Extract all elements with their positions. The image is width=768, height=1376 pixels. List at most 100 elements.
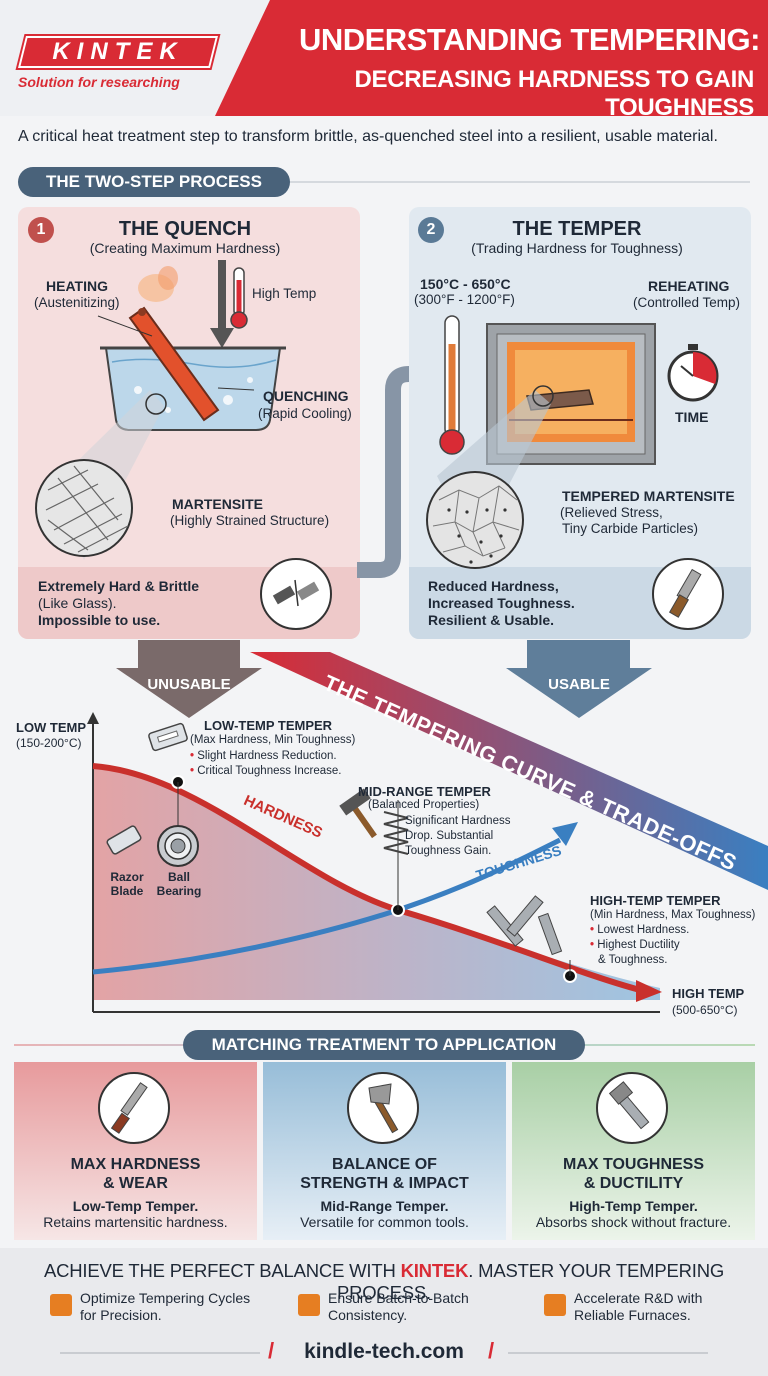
feature-1-line2: for Precision. — [80, 1307, 162, 1323]
cta-brand: KINTEK — [400, 1260, 469, 1281]
spring-icon — [383, 811, 409, 855]
quench-summary: Extremely Hard & Brittle (Like Glass). I… — [38, 578, 248, 629]
tempering-curve-banner — [250, 652, 768, 890]
step-number-1: 1 — [28, 217, 54, 243]
card-bal-title-2: STRENGTH & IMPACT — [300, 1175, 469, 1192]
temper-title: THE TEMPER — [512, 218, 642, 240]
feature-2-line2: Consistency. — [328, 1307, 408, 1323]
intro-text: A critical heat treatment step to transf… — [18, 128, 718, 145]
card-hard-treatment: Low-Temp Temper. — [72, 1198, 199, 1214]
tagline: Solution for researching — [18, 74, 180, 90]
ball-bearing-label-2: Bearing — [156, 884, 202, 898]
axe-icon — [347, 1072, 419, 1144]
feature-1-line1: Optimize Tempering Cycles — [80, 1290, 251, 1306]
y-axis-label: LOW TEMP — [16, 720, 87, 735]
card-bal-treatment: Mid-Range Temper. — [320, 1198, 449, 1214]
high-temp-label: High Temp — [252, 286, 317, 301]
header-title-banner — [215, 0, 768, 116]
temper-summary-3: Resilient & Usable. — [428, 612, 555, 628]
furnace-feature-icon — [544, 1294, 566, 1316]
card-hard-title-1: MAX HARDNESS — [70, 1156, 201, 1173]
section-label-matching: MATCHING TREATMENT TO APPLICATION — [183, 1030, 585, 1060]
toughness-line — [92, 837, 562, 975]
quench-subtitle: (Creating Maximum Hardness) — [89, 240, 281, 256]
high-temp-bullet1-text: Lowest Hardness. — [597, 924, 690, 936]
y-axis-sublabel: (150-200°C) — [16, 736, 82, 750]
card-tough-desc: Absorbs shock without fracture. — [535, 1214, 732, 1230]
low-temp-title: LOW-TEMP TEMPER — [204, 718, 333, 733]
card-bal-title-1: BALANCE OF — [332, 1156, 437, 1173]
razor-blade-icon — [148, 722, 188, 752]
card-bal-desc: Versatile for common tools. — [300, 1214, 469, 1230]
mid-temp-desc3: Toughness Gain. — [405, 845, 492, 857]
low-temp-bullet1: • Slight Hardness Reduction. — [190, 750, 337, 762]
tempered-martensite-sub1: (Relieved Stress, — [560, 505, 663, 520]
quench-summary-normal: (Like Glass). — [38, 595, 117, 611]
quench-summary-bold: Extremely Hard & Brittle — [38, 578, 200, 594]
footer-rule-right — [508, 1352, 708, 1354]
martensite-micrograph — [35, 390, 167, 560]
cta-pre: ACHIEVE THE PERFECT BALANCE WITH — [43, 1260, 401, 1281]
high-temp-title: HIGH-TEMP TEMPER — [590, 893, 721, 908]
section-label-process: THE TWO-STEP PROCESS — [18, 167, 290, 197]
card-tough-title-2: & DUCTILITY — [583, 1175, 684, 1192]
high-temp-bullet2: • Highest Ductility — [590, 939, 680, 951]
step-number-2: 2 — [418, 217, 444, 243]
thermometer-icon — [439, 315, 465, 455]
mid-temp-desc2: Drop. Substantial — [405, 830, 494, 842]
thermometer-icon — [230, 267, 248, 329]
quenching-sublabel: (Rapid Cooling) — [258, 406, 352, 421]
razor-blade-label-2: Blade — [110, 884, 144, 898]
quench-illustration — [35, 260, 286, 560]
down-arrow-icon — [210, 260, 234, 348]
high-temp-bullet3: & Toughness. — [598, 954, 668, 966]
logo-text: KINTEK — [52, 38, 184, 65]
ball-bearing-icon — [157, 825, 199, 867]
cta-post: . MASTER YOUR TEMPERING PROCESS. — [336, 1260, 725, 1303]
feature-3-line1: Accelerate R&D with — [574, 1290, 703, 1306]
x-axis-label: HIGH TEMP — [672, 986, 745, 1001]
reheating-label: REHEATING — [648, 278, 730, 294]
temper-summary-2: Increased Toughness. — [428, 595, 575, 611]
razor-blade-icon — [106, 825, 142, 855]
hardness-line — [92, 763, 641, 993]
transition-arrows — [116, 640, 768, 890]
low-temp-bullet2: • Critical Toughness Increase. — [190, 765, 342, 777]
slash-decoration: / — [488, 1338, 495, 1363]
chisel-icon — [652, 558, 724, 630]
file-tool-icon — [98, 1072, 170, 1144]
card-tough-title: MAX TOUGHNESS& DUCTILITY — [512, 1155, 755, 1193]
y-axis-arrow — [87, 712, 99, 724]
stopwatch-icon — [667, 344, 719, 402]
call-to-action: ACHIEVE THE PERFECT BALANCE WITH KINTEK.… — [18, 1260, 750, 1304]
temper-range-c: 150°C - 650°C — [420, 276, 511, 292]
ball-bearing-label-1: Ball — [167, 870, 190, 884]
card-hard-title: MAX HARDNESS & WEAR — [14, 1155, 257, 1193]
tempered-martensite-sub2: Tiny Carbide Particles) — [562, 521, 699, 536]
feature-2-line1: Ensure Batch-to-Batch — [328, 1290, 469, 1306]
hardness-line-arrow — [636, 980, 662, 1002]
bolt-icon — [596, 1072, 668, 1144]
heating-label: HEATING — [46, 278, 108, 294]
time-label: TIME — [675, 409, 709, 425]
quench-summary-bold2: Impossible to use. — [38, 612, 161, 628]
high-temp-bullet2-text: Highest Ductility — [597, 939, 680, 951]
tempered-martensite-label: TEMPERED MARTENSITE — [562, 488, 735, 504]
slash-decoration: / — [268, 1338, 275, 1363]
usable-arrow — [506, 640, 652, 718]
card-hard-title-2: & WEAR — [103, 1175, 168, 1192]
temper-summary: Reduced Hardness, Increased Toughness. R… — [428, 578, 638, 629]
website-link[interactable]: kindle-tech.com — [304, 1340, 464, 1363]
temper-subtitle: (Trading Hardness for Toughness) — [471, 240, 683, 256]
martensite-sublabel: (Highly Strained Structure) — [170, 513, 330, 528]
footer — [0, 1248, 768, 1376]
high-temp-bullet1: • Lowest Hardness. — [590, 924, 690, 936]
card-tough-treatment: High-Temp Temper. — [569, 1198, 698, 1214]
card-bal-title: BALANCE OF STRENGTH & IMPACT — [263, 1155, 506, 1193]
tempered-martensite-micrograph — [426, 385, 554, 569]
mid-temp-desc1: Significant Hardness — [405, 815, 511, 827]
hammer-icon — [339, 788, 377, 839]
low-temp-sub: (Max Hardness, Min Toughness) — [190, 734, 356, 746]
